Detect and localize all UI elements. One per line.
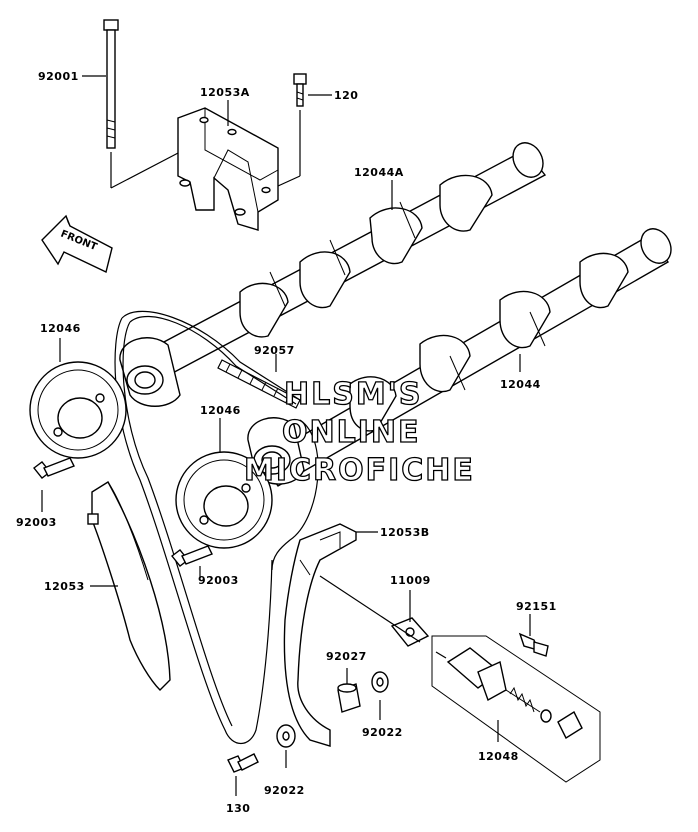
tensioner-bolt xyxy=(518,632,549,657)
label-12053: 12053 xyxy=(44,580,85,593)
label-12044a: 12044A xyxy=(354,166,404,179)
collar xyxy=(337,683,361,713)
label-92057: 92057 xyxy=(254,344,295,357)
watermark-line2: ONLINE xyxy=(282,415,421,450)
label-92151: 92151 xyxy=(516,600,557,613)
watermark-line3: MICROFICHE xyxy=(244,453,475,488)
small-bolt xyxy=(277,73,307,187)
label-130: 130 xyxy=(226,802,250,815)
label-92003-center: 92003 xyxy=(198,574,239,587)
camshaft-ends xyxy=(119,337,305,485)
part-labels: 92001 12053A 120 12044A 12046 92057 1204… xyxy=(16,70,557,815)
watermark: HLSM'S ONLINE MICROFICHE xyxy=(243,376,475,488)
leader-lines xyxy=(41,75,531,796)
sprocket-bolt-center xyxy=(171,545,213,567)
left-chain-guide xyxy=(87,481,171,691)
label-92022-right: 92022 xyxy=(362,726,403,739)
label-92022-bottom: 92022 xyxy=(264,784,305,797)
label-92027: 92027 xyxy=(326,650,367,663)
label-12053a: 12053A xyxy=(200,86,250,99)
label-11009: 11009 xyxy=(390,574,431,587)
washer-right xyxy=(371,671,389,693)
label-12046-right: 12046 xyxy=(200,404,241,417)
cam-chain xyxy=(114,310,319,745)
guide-bolt-bottom xyxy=(227,753,259,773)
upper-chain-guide xyxy=(177,107,279,231)
right-chain-guide xyxy=(283,523,357,747)
label-120: 120 xyxy=(334,89,358,102)
chain-tensioner xyxy=(431,635,601,783)
sprocket-bolt-left xyxy=(33,457,75,479)
washer-bottom xyxy=(276,724,296,748)
camshaft-upper xyxy=(128,142,547,386)
label-12046-left: 12046 xyxy=(40,322,81,335)
tensioner-gasket xyxy=(390,617,430,647)
watermark-line1: HLSM'S xyxy=(284,377,422,412)
long-bolt xyxy=(103,19,181,189)
sprocket-right xyxy=(175,451,273,549)
label-12044: 12044 xyxy=(500,378,541,391)
camshaft-lower xyxy=(258,228,672,487)
label-92003-left: 92003 xyxy=(16,516,57,529)
label-92001: 92001 xyxy=(38,70,79,83)
label-12053b: 12053B xyxy=(380,526,430,539)
front-arrow-icon: FRONT xyxy=(41,214,113,273)
label-12048: 12048 xyxy=(478,750,519,763)
sprocket-left xyxy=(29,361,127,459)
